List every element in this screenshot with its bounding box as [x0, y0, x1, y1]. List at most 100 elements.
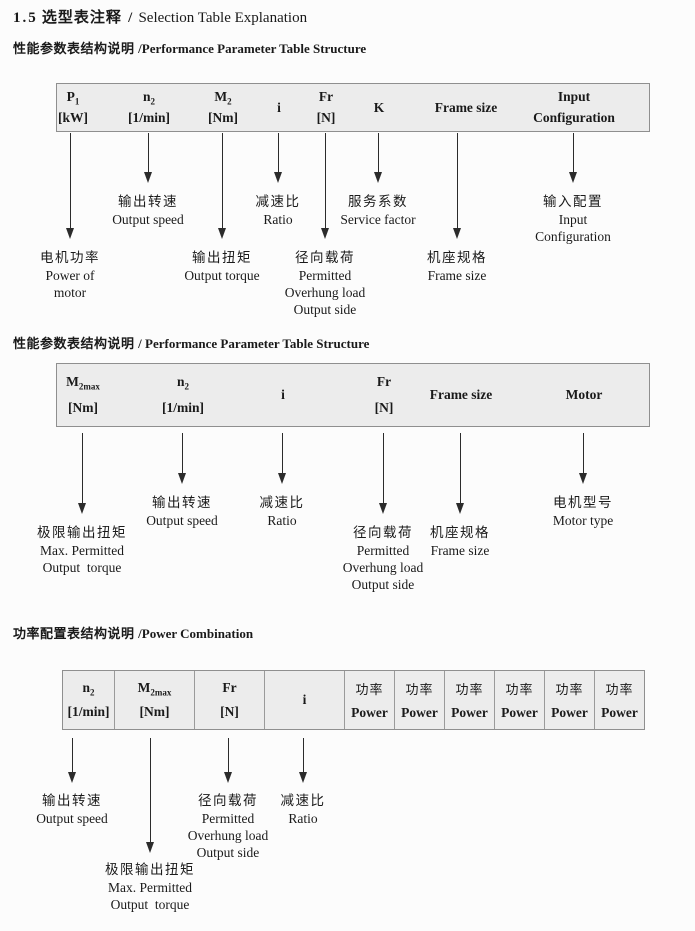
- callout-label-en: Input Configuration: [535, 212, 611, 244]
- callout-ratio: 减速比 Ratio: [260, 491, 305, 529]
- callout-label-en: Ratio: [267, 513, 297, 528]
- callout-label-en: Permitted Overhung load Output side: [284, 268, 366, 317]
- down-arrow-icon: [274, 133, 282, 183]
- callout-label-en: Service factor: [340, 212, 416, 227]
- down-arrow-icon: [78, 433, 86, 514]
- callout-label-cn: 输出转速: [42, 793, 102, 808]
- column-label-en: Power: [351, 705, 388, 721]
- col-fr: Fr [N]: [194, 671, 264, 729]
- callout-label-en: Ratio: [263, 212, 293, 227]
- callout-overhung-load: 径向载荷 Permitted Overhung load Output side: [285, 246, 366, 318]
- section-heading-en: /Power Combination: [138, 626, 254, 641]
- section-heading-cn: 性能参数表结构说明: [13, 336, 135, 351]
- column-label-en: Power: [501, 705, 538, 721]
- callout-label-cn: 极限输出扭矩: [37, 525, 127, 540]
- callout-motor-type: 电机型号 Motor type: [553, 491, 613, 529]
- callout-label-cn: 输出扭矩: [192, 250, 252, 265]
- col-m2max: M2max [Nm]: [66, 364, 100, 426]
- down-arrow-icon: [453, 133, 461, 239]
- callout-output-speed: 输出转速 Output speed: [146, 491, 218, 529]
- column-unit: [1/min]: [128, 110, 170, 125]
- column-label-en: Power: [451, 705, 488, 721]
- col-power-6: 功率 Power: [594, 671, 644, 729]
- callout-label-cn: 电机功率: [40, 250, 100, 265]
- callout-frame-size: 机座规格 Frame size: [430, 521, 490, 559]
- callout-label-cn: 减速比: [255, 194, 301, 209]
- param-table-1: P1 [kW] n2 [1/min] M2 [Nm] i Fr [N] K: [56, 83, 650, 132]
- column-symbol: P1: [66, 89, 80, 107]
- down-arrow-icon: [456, 433, 464, 514]
- column-unit: [Nm]: [139, 704, 170, 720]
- down-arrow-icon: [66, 133, 74, 239]
- callout-label-cn: 减速比: [259, 495, 305, 510]
- column-label-cn: 功率: [605, 681, 634, 697]
- column-label-cn: 功率: [455, 681, 484, 697]
- col-power-2: 功率 Power: [394, 671, 444, 729]
- down-arrow-icon: [569, 133, 577, 183]
- column-unit: [kW]: [58, 110, 88, 125]
- page-title-en: Selection Table Explanation: [138, 10, 308, 26]
- column-symbol: Motor: [565, 387, 603, 402]
- col-i: i: [281, 364, 285, 426]
- callout-max-output-torque: 极限输出扭矩 Max. Permitted Output torque: [37, 521, 127, 576]
- column-label-cn: 功率: [555, 681, 584, 697]
- down-arrow-icon: [379, 433, 387, 514]
- col-p1: P1 [kW]: [58, 84, 88, 131]
- down-arrow-icon: [224, 738, 232, 783]
- column-symbol: M2max: [66, 374, 100, 392]
- callout-service-factor: 服务系数 Service factor: [340, 190, 415, 228]
- callout-label-en: Permitted Overhung load Output side: [187, 811, 269, 860]
- column-unit: [Nm]: [208, 110, 238, 125]
- col-frame-size: Frame size: [435, 84, 498, 131]
- callout-label-en: Output speed: [146, 513, 218, 528]
- column-label-en: Power: [601, 705, 638, 721]
- callout-ratio: 减速比 Ratio: [256, 190, 301, 228]
- callout-ratio: 减速比 Ratio: [281, 789, 326, 827]
- col-n2: n2 [1/min]: [162, 364, 204, 426]
- callout-label-en: Frame size: [430, 543, 490, 558]
- column-unit: [N]: [220, 704, 239, 720]
- callout-label-cn: 径向载荷: [352, 525, 413, 540]
- column-unit: [N]: [374, 400, 394, 415]
- callout-overhung-load: 径向载荷 Permitted Overhung load Output side: [343, 521, 424, 593]
- col-power-3: 功率 Power: [444, 671, 494, 729]
- down-arrow-icon: [299, 738, 307, 783]
- col-m2max: M2max [Nm]: [114, 671, 194, 729]
- col-k: K: [374, 84, 385, 131]
- callout-label-cn: 机座规格: [430, 525, 490, 540]
- column-symbol: i: [281, 387, 285, 402]
- down-arrow-icon: [218, 133, 226, 239]
- col-n2: n2 [1/min]: [63, 671, 114, 729]
- column-symbol: Frame size: [429, 387, 493, 402]
- down-arrow-icon: [278, 433, 286, 484]
- callout-input-configuration: 输入配置 Input Configuration: [535, 190, 611, 245]
- callout-frame-size: 机座规格 Frame size: [427, 246, 487, 284]
- down-arrow-icon: [321, 133, 329, 239]
- callout-label-en: Output torque: [184, 268, 260, 283]
- callout-label-cn: 机座规格: [427, 250, 487, 265]
- column-symbol: Input: [557, 89, 591, 104]
- col-i: i: [277, 84, 281, 131]
- col-power-5: 功率 Power: [544, 671, 594, 729]
- column-unit: [N]: [316, 110, 336, 125]
- callout-label-cn: 输入配置: [543, 194, 603, 209]
- column-symbol: i: [302, 692, 307, 707]
- column-symbol: M2max: [137, 679, 172, 698]
- down-arrow-icon: [178, 433, 186, 484]
- section-heading-cn: 性能参数表结构说明: [13, 41, 135, 56]
- column-label-cn: 功率: [405, 681, 434, 697]
- column-unit: [1/min]: [162, 400, 204, 415]
- section-heading-en: /Performance Parameter Table Structure: [138, 41, 367, 56]
- callout-label-en: Output speed: [36, 811, 108, 826]
- callout-label-cn: 电机型号: [553, 495, 613, 510]
- column-symbol: M2: [214, 89, 232, 107]
- callout-label-en: Motor type: [552, 513, 614, 528]
- callout-label-en: Ratio: [288, 811, 318, 826]
- column-symbol: Fr: [222, 679, 237, 695]
- column-symbol: Frame size: [434, 99, 498, 115]
- column-label-en: Power: [401, 705, 438, 721]
- section-heading: 功率配置表结构说明 /Power Combination: [13, 623, 253, 642]
- callout-output-torque: 输出扭矩 Output torque: [184, 246, 259, 284]
- page-title-cn: 选型表注释: [41, 9, 122, 26]
